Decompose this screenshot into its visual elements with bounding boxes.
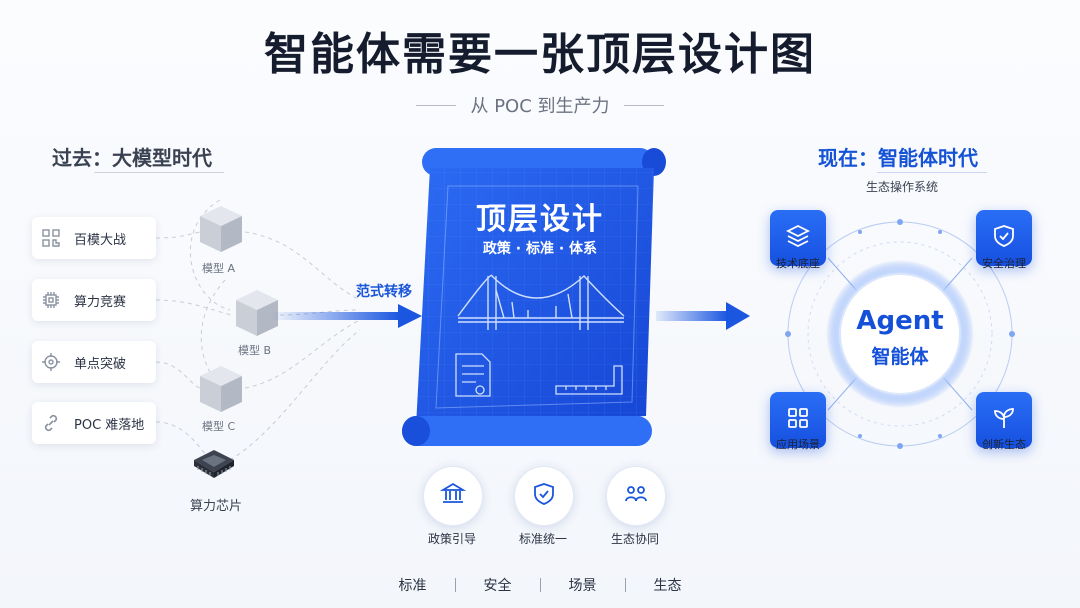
subtitle-row: 从 POC 到生产力 [0, 92, 1080, 118]
past-item-label: 单点突破 [74, 356, 127, 372]
blueprint-subtitle: 政策 · 标准 · 体系 [482, 241, 598, 257]
connector-line [155, 299, 233, 316]
node-tech-foundation [770, 210, 826, 266]
past-item-card: 百模大战 [32, 217, 156, 259]
node-label: 安全治理 [964, 255, 1044, 271]
page-subtitle: 从 POC 到生产力 [470, 96, 610, 117]
left-heading-underline [94, 172, 224, 173]
people-icon [623, 481, 649, 511]
layers-icon [785, 223, 811, 253]
right-section-heading: 现在：智能体时代 [818, 146, 978, 170]
footer-item: 场景 [568, 578, 597, 594]
footer-item: 安全 [483, 578, 512, 594]
connector-line [155, 231, 201, 239]
feature-circle [514, 466, 574, 526]
footer-bar: 标准 安全 场景 生态 [0, 575, 1080, 595]
past-item-card: 算力竞赛 [32, 279, 156, 321]
node-innovation-ecosystem [976, 392, 1032, 448]
cube-icon [236, 290, 278, 336]
left-section-heading: 过去：大模型时代 [52, 146, 212, 170]
subtitle-line-left [416, 104, 457, 106]
feature-label: 标准统一 [518, 532, 567, 546]
node-label: 技术底座 [758, 255, 838, 271]
connector-line [155, 361, 201, 389]
footer-divider [539, 578, 541, 592]
past-item-label: 百模大战 [74, 232, 127, 248]
chip-icon [40, 289, 62, 311]
transition-arrow-icon [270, 304, 422, 328]
blueprint-title: 顶层设计 [476, 202, 604, 237]
cube-icon [200, 206, 242, 252]
link-icon [40, 412, 62, 434]
feature-label: 生态协同 [610, 532, 659, 546]
feature-label: 政策引导 [427, 532, 476, 546]
sprout-icon [991, 405, 1017, 435]
subtitle-line-right [623, 104, 664, 106]
qr-grid-icon [40, 227, 62, 249]
footer-divider [624, 578, 626, 592]
node-label-text: 技术底座 [776, 257, 820, 270]
page-title: 智能体需要一张顶层设计图 [264, 29, 816, 80]
connector-line [244, 231, 361, 301]
past-item-label: 算力竞赛 [74, 294, 127, 310]
cube-icon [200, 366, 242, 412]
right-heading-underline [877, 172, 987, 173]
apps-grid-icon [785, 405, 811, 435]
node-label: 应用场景 [758, 436, 838, 452]
model-label: 模型 C [202, 420, 236, 433]
blueprint-scroll [402, 148, 666, 446]
past-item-label: POC 难落地 [74, 417, 145, 433]
model-label: 模型 B [238, 344, 272, 357]
chip-label: 算力芯片 [190, 499, 243, 514]
shield-check-icon [531, 481, 557, 511]
right-section-subheading: 生态操作系统 [865, 180, 938, 194]
past-item-card: 单点突破 [32, 341, 156, 383]
footer-divider [454, 578, 456, 592]
model-label: 模型 A [202, 262, 236, 275]
shield-check-icon [991, 223, 1017, 253]
feature-circle [606, 466, 666, 526]
connector-line [244, 319, 361, 389]
government-building-icon [439, 481, 467, 511]
node-label-text: 应用场景 [776, 438, 820, 451]
footer-item: 标准 [398, 578, 427, 594]
node-label: 创新生态 [964, 436, 1044, 452]
forward-arrow-icon [656, 302, 750, 330]
agent-center-subtitle: 智能体 [871, 346, 929, 368]
agent-ring [785, 219, 1015, 449]
node-application-scenarios [770, 392, 826, 448]
node-label-text: 创新生态 [982, 438, 1026, 451]
target-icon [40, 351, 62, 373]
footer-item: 生态 [653, 578, 682, 594]
connector-line [155, 421, 209, 459]
transition-label: 范式转移 [356, 284, 412, 300]
chip-icon [194, 450, 234, 478]
node-safety-governance [976, 210, 1032, 266]
node-label-text: 安全治理 [982, 257, 1026, 270]
feature-circle [423, 466, 483, 526]
past-item-card: POC 难落地 [32, 402, 156, 444]
connector-line [189, 199, 231, 311]
agent-center-title: Agent [856, 306, 944, 336]
